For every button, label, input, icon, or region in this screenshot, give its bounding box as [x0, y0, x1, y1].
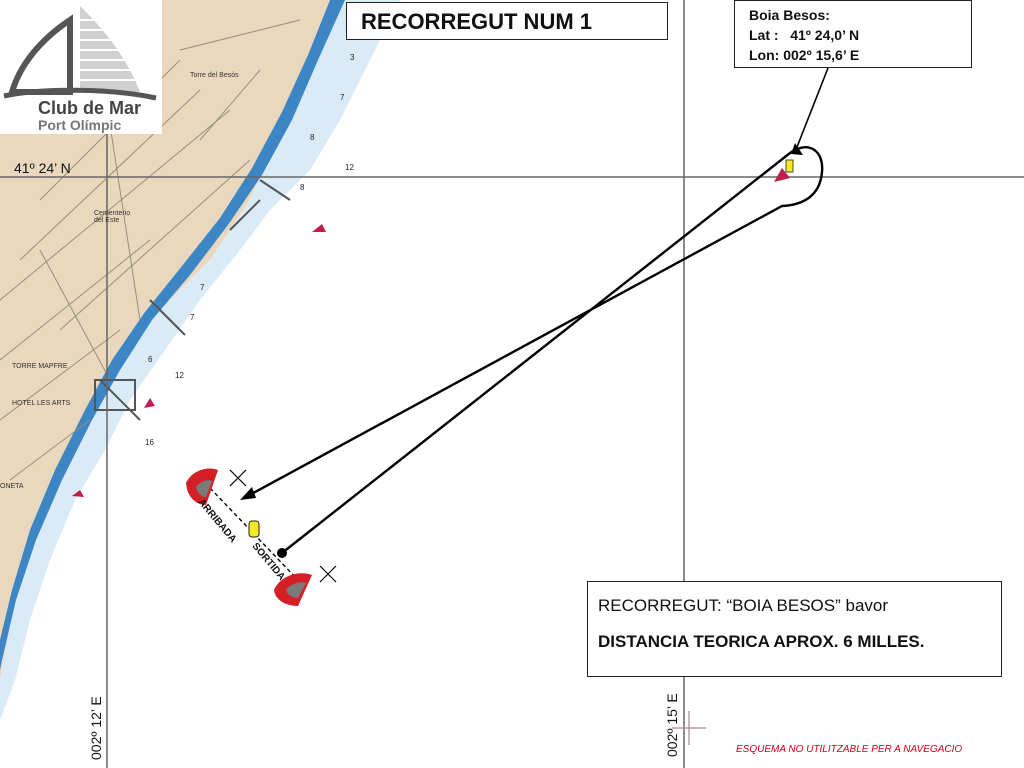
- land-area: [0, 0, 330, 680]
- buoy-info-box: Boia Besos: Lat : 41º 24,0’ N Lon: 002º …: [734, 0, 972, 68]
- svg-text:7: 7: [190, 313, 195, 322]
- shallow-water-band: [0, 0, 400, 720]
- harbor-buoy-icon: [72, 398, 155, 497]
- buoy-name: Boia Besos:: [749, 7, 830, 23]
- committee-boat-start-icon: [274, 565, 337, 606]
- committee-boat-arrival-icon: [186, 468, 247, 505]
- coastal-water: [0, 0, 345, 670]
- place-label-torre-mapfre: TORRE MAPFRE: [12, 363, 68, 370]
- logo-line2: Port Olímpic: [38, 117, 122, 133]
- club-logo: Club de Mar Port Olímpic: [0, 0, 162, 134]
- route-info-box: RECORREGUT: “BOIA BESOS” bavor DISTANCIA…: [587, 581, 1002, 677]
- svg-text:3: 3: [350, 53, 355, 62]
- place-label-cementerio: Cementerio del Este: [94, 210, 131, 224]
- outbound-leg: [245, 146, 824, 554]
- place-label-oneta: ONETA: [0, 483, 24, 490]
- svg-text:6: 6: [148, 355, 153, 364]
- route-description: RECORREGUT: “BOIA BESOS” bavor: [598, 596, 889, 615]
- svg-text:16: 16: [145, 438, 154, 447]
- start-point: [277, 548, 287, 558]
- longitude-label-east: 002º 15’ E: [664, 693, 680, 757]
- logo-line1: Club de Mar: [38, 98, 142, 118]
- depth-soundings: 3 7 8 12 8 7 7 12 6 16: [145, 53, 355, 447]
- arrival-arrowhead-icon: [240, 487, 256, 500]
- buoy-lat: Lat : 41º 24,0’ N: [749, 27, 860, 43]
- place-label-torre-besos: Torre del Besòs: [190, 72, 239, 79]
- sailboat-logo-icon: [3, 6, 157, 101]
- svg-text:7: 7: [340, 93, 345, 102]
- start-buoy-icon: [248, 520, 260, 538]
- course-route: [245, 146, 824, 554]
- svg-text:8: 8: [300, 183, 305, 192]
- svg-text:7: 7: [200, 283, 205, 292]
- longitude-label-west: 002º 12’ E: [88, 696, 104, 760]
- page-title: RECORREGUT NUM 1: [361, 9, 593, 34]
- place-label-hotel-les-arts: HOTEL LES ARTS: [12, 400, 71, 407]
- title-box: RECORREGUT NUM 1: [346, 2, 668, 40]
- compass-mark-icon: [672, 711, 706, 745]
- buoy-lon: Lon: 002º 15,6’ E: [749, 47, 860, 63]
- navigation-disclaimer: ESQUEMA NO UTILITZABLE PER A NAVEGACIO: [736, 744, 963, 755]
- buoy-arrowhead-icon: [791, 143, 803, 155]
- latitude-label: 41º 24’ N: [14, 160, 71, 176]
- svg-text:8: 8: [310, 133, 315, 142]
- chart-buoy-icon: [312, 224, 326, 232]
- besos-buoy-icon: [774, 159, 794, 182]
- svg-text:12: 12: [175, 371, 184, 380]
- svg-text:12: 12: [345, 163, 354, 172]
- buoy-pointer-line: [796, 67, 829, 148]
- harbor-structures: [94, 179, 291, 421]
- route-distance: DISTANCIA TEORICA APROX. 6 MILLES.: [598, 632, 925, 651]
